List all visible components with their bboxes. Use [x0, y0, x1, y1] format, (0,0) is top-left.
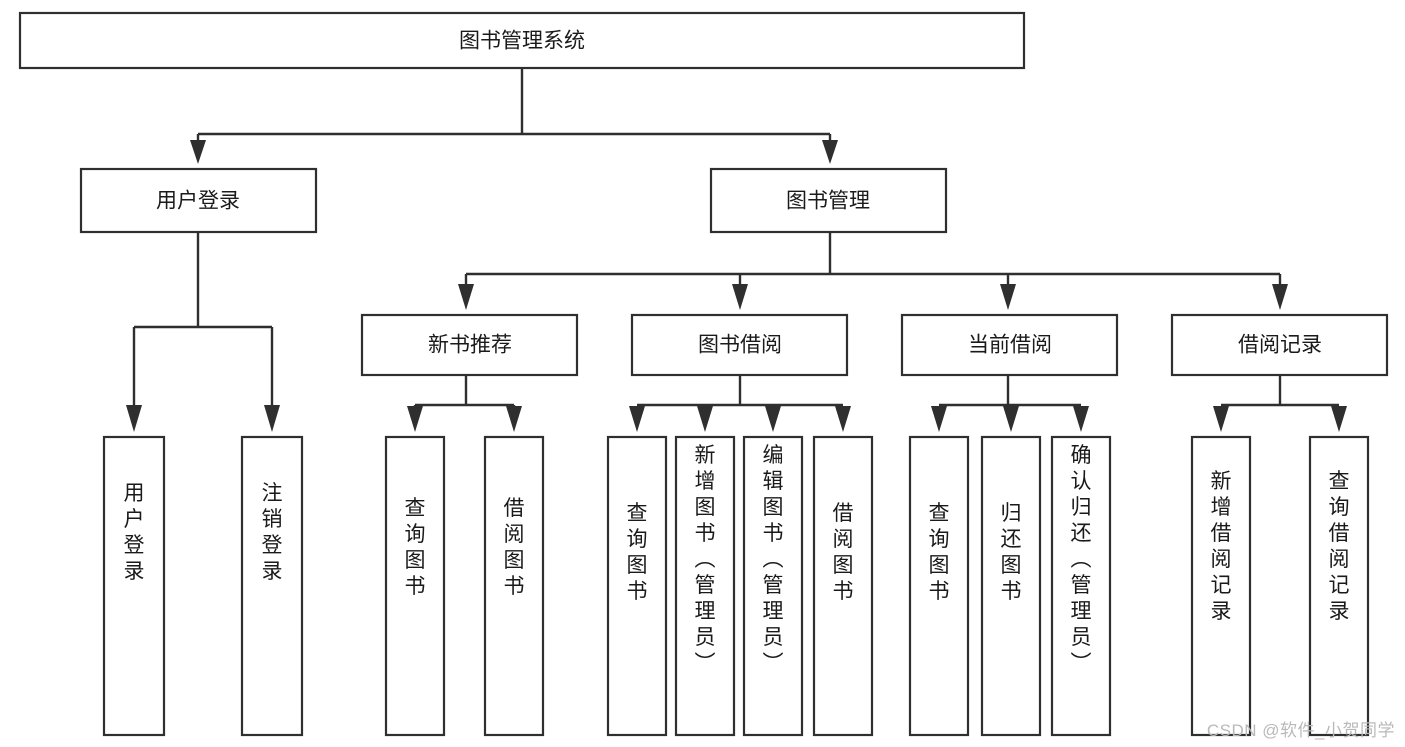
leaf-query-book-current-label: 查询图书 — [929, 502, 950, 603]
leaf-add-book-label: 新增图书︵管理员︶ — [695, 444, 716, 675]
arrow-head-leaf-query-book-borrow — [629, 406, 645, 432]
leaf-node-query-book-borrow[interactable]: 查询图书 — [606, 435, 668, 737]
arrow-head-current-borrow — [1000, 284, 1016, 310]
leaf-query-book-borrow-box[interactable] — [606, 435, 668, 737]
node-book-management-box[interactable] — [709, 167, 948, 234]
node-book-borrow[interactable]: 图书借阅 — [630, 313, 849, 377]
leaf-node-query-borrow-record[interactable]: 查询借阅记录 — [1308, 435, 1370, 737]
leaf-query-book-borrow-label: 查询图书 — [627, 502, 648, 603]
node-book-management[interactable]: 图书管理 — [709, 167, 948, 234]
connector-group-current-borrow — [931, 375, 1089, 432]
leaf-query-borrow-record-label: 查询借阅记录 — [1329, 470, 1350, 623]
node-user-login[interactable]: 用户登录 — [79, 167, 318, 234]
leaf-confirm-return-box[interactable] — [1050, 435, 1112, 737]
leaf-node-query-book-recommend[interactable]: 查询图书 — [384, 435, 446, 737]
leaf-node-query-book-current[interactable]: 查询图书 — [908, 435, 970, 737]
csdn-watermark: CSDN @软件_小贺同学 — [1206, 721, 1395, 740]
leaf-add-borrow-record-box[interactable] — [1190, 435, 1252, 737]
arrow-head-book-borrow — [732, 284, 748, 310]
leaf-query-book-recommend-box[interactable] — [384, 435, 446, 737]
connector-group-new-book-recommend — [407, 375, 522, 432]
arrow-head-leaf-add-borrow-record — [1213, 406, 1229, 432]
leaf-logout-login-label: 注销登录 — [262, 482, 283, 583]
leaf-confirm-return-label: 确认归还︵管理员︶ — [1071, 444, 1092, 675]
node-current-borrow[interactable]: 当前借阅 — [900, 313, 1119, 377]
arrow-head-leaf-return-book — [1003, 406, 1019, 432]
leaf-node-edit-book[interactable]: 编辑图书︵管理员︶ — [742, 435, 804, 737]
leaf-return-book-box[interactable] — [980, 435, 1042, 737]
arrow-head-leaf-borrow-book — [835, 406, 851, 432]
node-borrow-record-label: 借阅记录 — [1238, 334, 1322, 357]
node-new-book-recommend-box[interactable] — [360, 313, 579, 377]
node-book-borrow-label: 图书借阅 — [698, 334, 782, 357]
leaf-node-logout-login[interactable]: 注销登录 — [240, 435, 304, 737]
leaf-return-book-label: 归还图书 — [1001, 502, 1022, 603]
leaf-node-confirm-return[interactable]: 确认归还︵管理员︶ — [1050, 435, 1112, 737]
leaf-add-borrow-record-label: 新增借阅记录 — [1211, 470, 1232, 623]
connector-group-book-borrow — [629, 375, 851, 432]
leaf-edit-book-label: 编辑图书︵管理员︶ — [763, 444, 784, 675]
node-root-box[interactable] — [18, 11, 1026, 70]
leaf-node-borrow-book-recommend[interactable]: 借阅图书 — [483, 435, 545, 737]
node-new-book-recommend[interactable]: 新书推荐 — [360, 313, 579, 377]
node-book-borrow-box[interactable] — [630, 313, 849, 377]
node-root[interactable]: 图书管理系统 — [18, 11, 1026, 70]
leaf-logout-login-box[interactable] — [240, 435, 304, 737]
leaf-query-book-recommend-label: 查询图书 — [405, 497, 426, 598]
leaf-borrow-book-box[interactable] — [812, 435, 874, 737]
arrow-head-borrow-record — [1272, 284, 1288, 310]
connector-group-borrow-record — [1213, 375, 1347, 432]
node-user-login-box[interactable] — [79, 167, 318, 234]
arrow-head-leaf-query-book-current — [931, 406, 947, 432]
arrow-head-leaf-user-login — [126, 405, 142, 432]
leaf-query-borrow-record-box[interactable] — [1308, 435, 1370, 737]
leaf-borrow-book-recommend-label: 借阅图书 — [504, 497, 525, 598]
node-root-label: 图书管理系统 — [459, 30, 585, 53]
arrow-head-new-book-recommend — [458, 284, 474, 310]
arrow-head-leaf-query-book-recommend — [407, 406, 423, 432]
node-borrow-record-box[interactable] — [1170, 313, 1389, 377]
arrow-head-user-login — [190, 140, 206, 164]
arrow-head-book-management — [822, 140, 838, 164]
node-borrow-record[interactable]: 借阅记录 — [1170, 313, 1389, 377]
node-book-management-label: 图书管理 — [786, 190, 870, 213]
leaf-node-add-book[interactable]: 新增图书︵管理员︶ — [674, 435, 736, 737]
arrow-head-leaf-logout-login — [264, 405, 280, 432]
arrow-head-leaf-query-borrow-record — [1331, 406, 1347, 432]
node-current-borrow-label: 当前借阅 — [968, 334, 1052, 357]
arrow-head-leaf-add-book — [697, 406, 713, 432]
node-new-book-recommend-label: 新书推荐 — [428, 334, 512, 357]
connector-group-root — [190, 68, 838, 164]
leaf-user-login-label: 用户登录 — [124, 482, 145, 583]
connector-group-user-login — [126, 232, 280, 432]
arrow-head-leaf-confirm-return — [1073, 406, 1089, 432]
leaf-borrow-book-recommend-box[interactable] — [483, 435, 545, 737]
leaf-node-borrow-book[interactable]: 借阅图书 — [812, 435, 874, 737]
leaf-node-user-login[interactable]: 用户登录 — [102, 435, 166, 737]
arrow-head-leaf-borrow-book-recommend — [506, 406, 522, 432]
leaf-edit-book-box[interactable] — [742, 435, 804, 737]
leaf-node-return-book[interactable]: 归还图书 — [980, 435, 1042, 737]
leaf-user-login-box[interactable] — [102, 435, 166, 737]
node-current-borrow-box[interactable] — [900, 313, 1119, 377]
leaf-query-book-current-box[interactable] — [908, 435, 970, 737]
node-user-login-label: 用户登录 — [156, 190, 240, 213]
leaf-node-add-borrow-record[interactable]: 新增借阅记录 — [1190, 435, 1252, 737]
leaf-borrow-book-label: 借阅图书 — [833, 502, 854, 603]
connector-group-book-management — [458, 232, 1288, 310]
arrow-head-leaf-edit-book — [765, 406, 781, 432]
leaf-add-book-box[interactable] — [674, 435, 736, 737]
